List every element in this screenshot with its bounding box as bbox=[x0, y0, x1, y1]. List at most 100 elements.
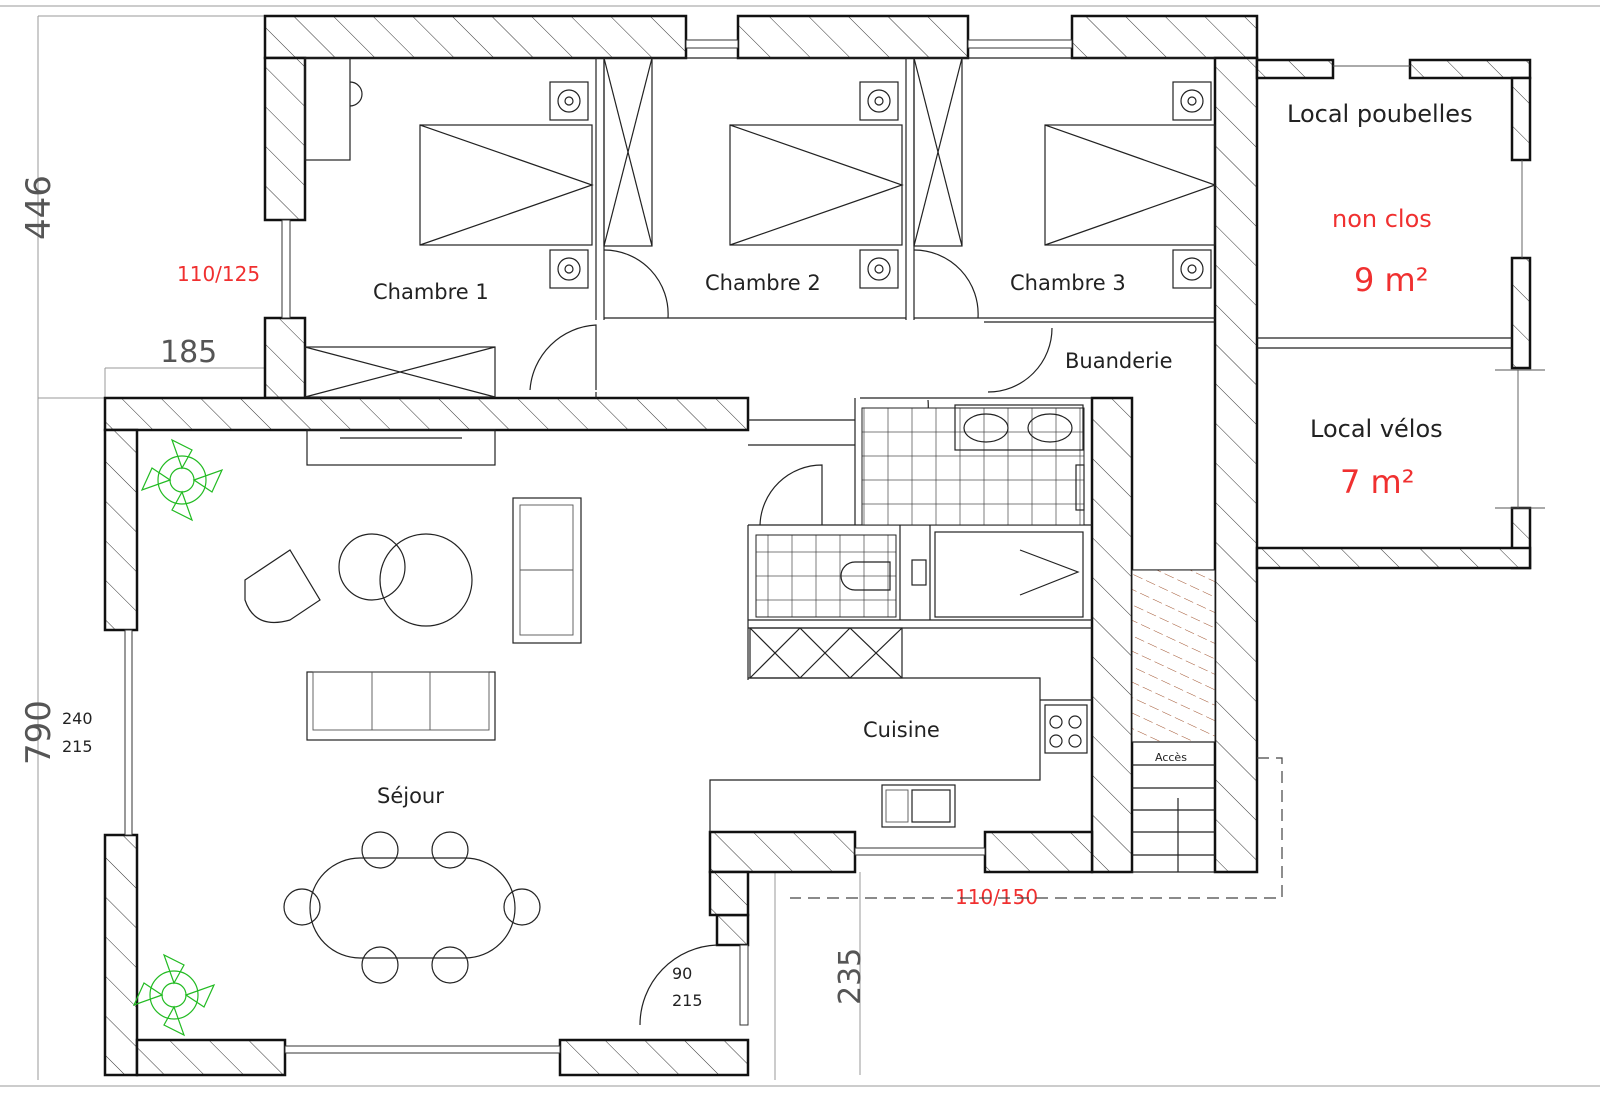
window-chambre1[interactable] bbox=[281, 219, 291, 319]
nightstand bbox=[549, 81, 589, 121]
outbuildings-part bbox=[1255, 546, 1532, 570]
nightstand-part bbox=[859, 249, 899, 289]
room-label-buanderie: Buanderie bbox=[1065, 349, 1173, 373]
wet-rooms-part bbox=[1075, 464, 1085, 511]
closet-chambre1-top-part bbox=[304, 57, 351, 161]
nightstand bbox=[859, 81, 899, 121]
plant-top-part bbox=[169, 467, 195, 493]
nightstands bbox=[549, 81, 1212, 289]
wardrobe-chambre3-part bbox=[913, 57, 963, 247]
windows[interactable] bbox=[124, 39, 1073, 1054]
window-top-1[interactable] bbox=[685, 39, 739, 49]
stair-access-part bbox=[1131, 569, 1216, 743]
nightstand-part bbox=[1187, 96, 1197, 106]
nightstand-part bbox=[564, 264, 574, 274]
window-kitchen[interactable] bbox=[854, 847, 986, 856]
walls-part bbox=[1213, 56, 1259, 874]
bed-chambre3-part bbox=[1044, 124, 1216, 246]
wardrobe-chambre3 bbox=[913, 57, 963, 247]
plant-top-part bbox=[157, 455, 207, 505]
wet-rooms-part bbox=[755, 534, 897, 618]
bed-chambre1 bbox=[419, 124, 594, 246]
cooktop-part bbox=[1068, 715, 1082, 729]
wet-rooms-part bbox=[911, 559, 927, 586]
walls-part bbox=[558, 1038, 750, 1077]
wardrobe-chambre1-part bbox=[304, 346, 496, 398]
walls-part bbox=[263, 14, 688, 60]
dining-table-part bbox=[283, 888, 321, 926]
door-chambre3[interactable] bbox=[913, 249, 979, 319]
door-chambre2[interactable] bbox=[603, 249, 669, 319]
nightstand-part bbox=[1172, 249, 1212, 289]
bed-chambre2 bbox=[729, 124, 904, 246]
nightstand-part bbox=[1187, 264, 1197, 274]
window-dimension-sejour-240: 240 bbox=[62, 709, 93, 728]
door-dimension-90: 90 bbox=[672, 964, 692, 983]
bed-chambre2-part bbox=[729, 124, 903, 246]
wardrobe-chambre2 bbox=[603, 57, 653, 247]
wet-rooms-part bbox=[709, 677, 1041, 832]
door-entry[interactable] bbox=[639, 944, 718, 1026]
nightstand-part bbox=[549, 249, 589, 289]
wet-rooms-part bbox=[1019, 549, 1080, 596]
walls-part bbox=[103, 396, 750, 432]
closet-chambre1-top-part bbox=[349, 81, 363, 107]
window-dimension-sejour-215: 215 bbox=[62, 737, 93, 756]
window-top-2[interactable] bbox=[967, 39, 1073, 49]
cooktop-part bbox=[1068, 734, 1082, 748]
door-dimension-215: 215 bbox=[672, 991, 703, 1010]
room-label-chambre3: Chambre 3 bbox=[1010, 271, 1126, 295]
plant-top bbox=[140, 438, 224, 522]
nightstand-part bbox=[859, 81, 899, 121]
walls-part bbox=[715, 913, 750, 947]
stair-access bbox=[790, 569, 1283, 899]
bed-chambre1-part bbox=[419, 124, 593, 246]
dining-table-part bbox=[309, 857, 516, 959]
nightstand-part bbox=[874, 96, 884, 106]
walls-part bbox=[263, 316, 307, 400]
outbuildings-part bbox=[1408, 58, 1532, 80]
door-wc[interactable] bbox=[759, 464, 823, 526]
door-buanderie[interactable] bbox=[987, 327, 1053, 393]
nightstand-part bbox=[1172, 81, 1212, 121]
walls-part bbox=[1070, 14, 1259, 60]
room-label-local-poubelles: Local poubelles bbox=[1287, 100, 1473, 128]
wardrobe-chambre2-part bbox=[603, 57, 653, 247]
wet-rooms-part bbox=[954, 404, 1084, 451]
window-sejour-left[interactable] bbox=[124, 629, 133, 836]
closet-chambre1-top bbox=[304, 57, 363, 161]
plant-bottom-part bbox=[161, 982, 187, 1008]
room-label-chambre2: Chambre 2 bbox=[705, 271, 821, 295]
bedroom-furniture bbox=[304, 57, 1217, 398]
dining-table-part bbox=[431, 831, 469, 869]
nightstand-part bbox=[874, 264, 884, 274]
room-label-cuisine: Cuisine bbox=[863, 718, 940, 742]
plant-top-part bbox=[140, 438, 224, 522]
entry-door-frame[interactable] bbox=[739, 944, 749, 1026]
walls-part bbox=[1090, 396, 1134, 874]
bed-chambre3 bbox=[1044, 124, 1217, 246]
outbuildings-part bbox=[1510, 256, 1532, 370]
bed-chambre2-part bbox=[729, 124, 904, 246]
dining-table-part bbox=[431, 946, 469, 984]
sofa-right-part bbox=[512, 497, 582, 644]
cooktop-part bbox=[1049, 715, 1063, 729]
armchair bbox=[244, 549, 321, 624]
sofa-bottom bbox=[306, 671, 496, 741]
walls-part bbox=[736, 14, 970, 60]
nightstand-part bbox=[1180, 257, 1204, 281]
window-dimension-chambre1: 110/125 bbox=[177, 262, 260, 286]
bed-chambre1-part bbox=[419, 124, 594, 246]
dimension-790: 790 bbox=[19, 700, 59, 765]
wardrobe-chambre1 bbox=[304, 346, 496, 398]
cooktop-part bbox=[1049, 734, 1063, 748]
wet-rooms-part bbox=[861, 407, 1085, 526]
sink-2 bbox=[1027, 413, 1073, 443]
nightstand-part bbox=[1180, 89, 1204, 113]
door-chambre1[interactable] bbox=[529, 324, 597, 391]
plant-bottom-part bbox=[132, 953, 216, 1037]
nightstand bbox=[859, 249, 899, 289]
window-sejour-bottom[interactable] bbox=[284, 1045, 561, 1054]
kitchen-upper-cabinets-part bbox=[749, 627, 903, 679]
